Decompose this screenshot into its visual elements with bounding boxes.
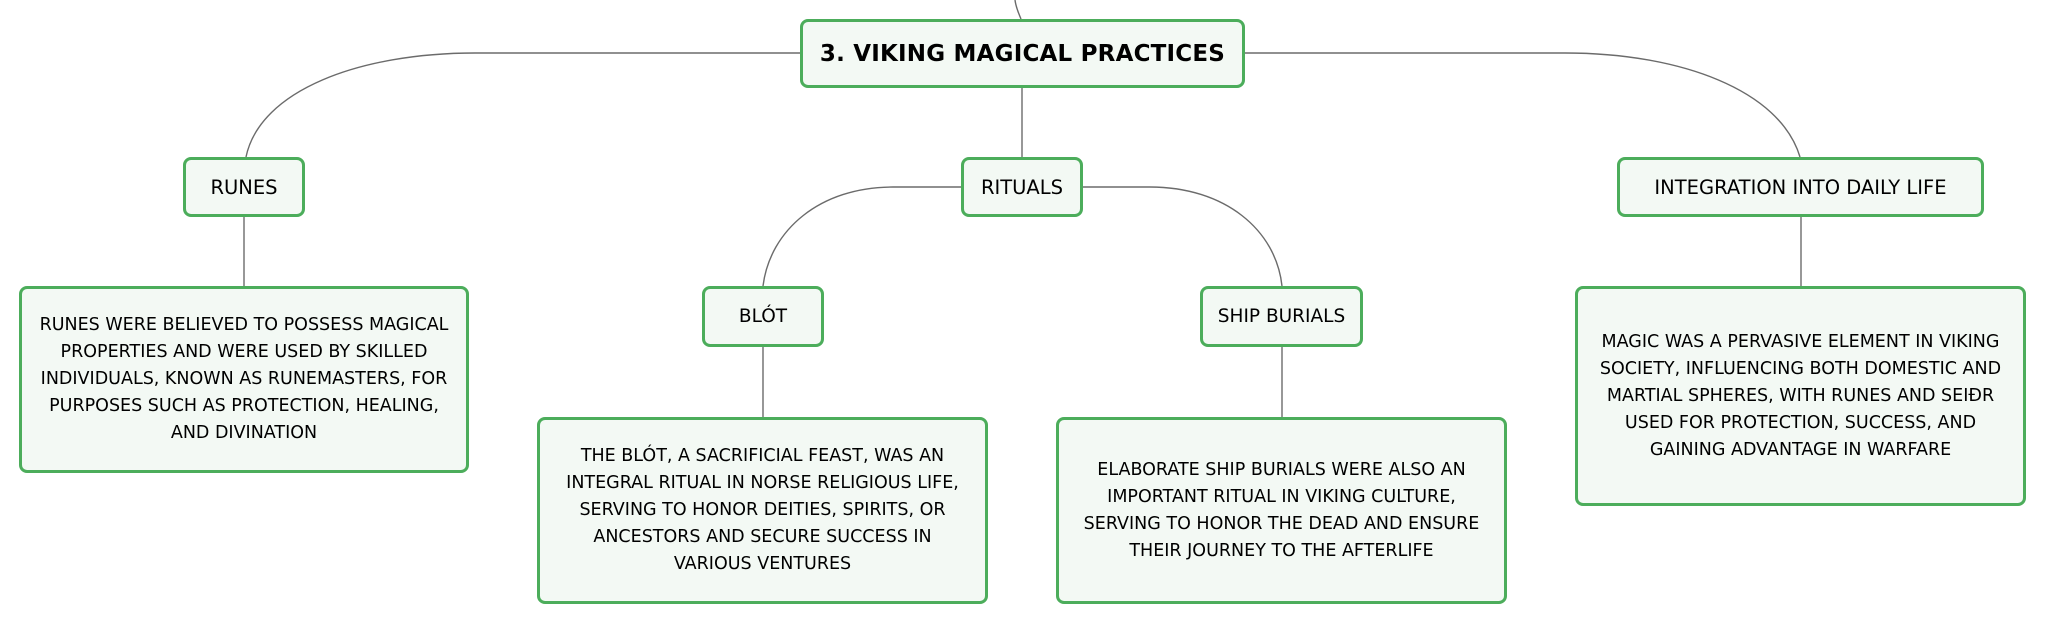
connector-root-to-daily-life [1245,52,1801,158]
connector-rituals-to-blot [762,186,961,287]
connector-rituals-to-ship-burials [1083,186,1283,287]
runes-description-text: RUNES WERE BELIEVED TO POSSESS MAGICAL P… [39,315,449,443]
subtopic-ship-burials[interactable]: SHIP BURIALS [1200,286,1363,347]
subtopic-blot[interactable]: BLÓT [702,286,824,347]
topic-rituals-label: RITUALS [980,175,1064,199]
blot-description-text: THE BLÓT, A SACRIFICIAL FEAST, WAS AN IN… [566,446,959,574]
topic-integration-into-daily-life[interactable]: INTEGRATION INTO DAILY LIFE [1617,157,1984,217]
topic-rituals[interactable]: RITUALS [961,157,1083,217]
blot-description-node[interactable]: THE BLÓT, A SACRIFICIAL FEAST, WAS AN IN… [537,417,988,604]
runes-description-node[interactable]: RUNES WERE BELIEVED TO POSSESS MAGICAL P… [19,286,469,473]
topic-runes[interactable]: RUNES [183,157,305,217]
ship-burials-description-text: ELABORATE SHIP BURIALS WERE ALSO AN IMPO… [1083,459,1480,561]
subtopic-blot-label: BLÓT [738,306,788,327]
topic-runes-label: RUNES [210,175,278,199]
connector-parent-to-root [1014,0,1022,20]
ship-burials-description-node[interactable]: ELABORATE SHIP BURIALS WERE ALSO AN IMPO… [1056,417,1507,604]
topic-daily-life-label: INTEGRATION INTO DAILY LIFE [1654,175,1947,199]
daily-life-description-node[interactable]: MAGIC WAS A PERVASIVE ELEMENT IN VIKING … [1575,286,2026,506]
root-topic[interactable]: 3. VIKING MAGICAL PRACTICES [800,19,1245,88]
subtopic-ship-burials-label: SHIP BURIALS [1217,306,1346,327]
daily-life-description-text: MAGIC WAS A PERVASIVE ELEMENT IN VIKING … [1599,331,2002,460]
connector-root-to-runes [245,52,800,158]
root-topic-label: 3. VIKING MAGICAL PRACTICES [819,40,1226,67]
